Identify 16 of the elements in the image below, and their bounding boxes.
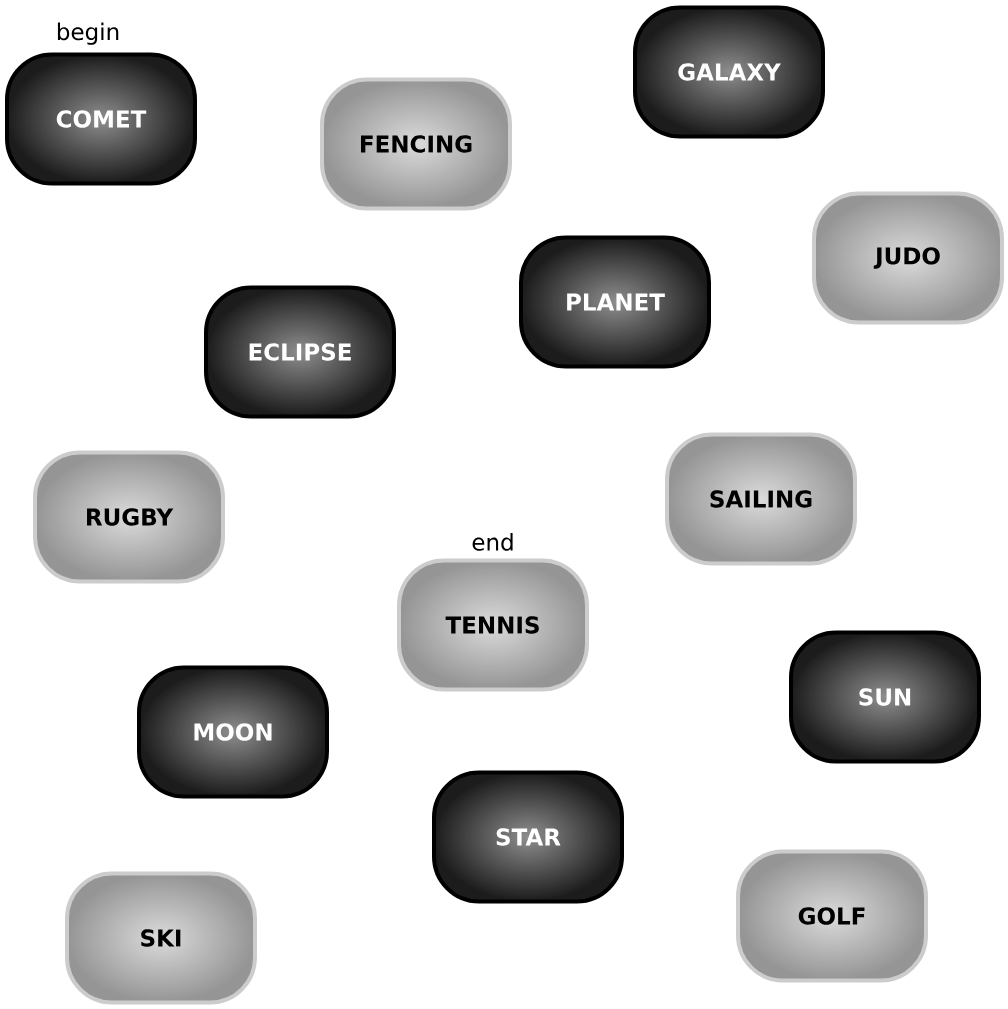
rounded-box: TENNIS [397,558,589,692]
rounded-box: RUGBY [33,450,225,584]
node-caption: begin [57,22,119,45]
rounded-box: ECLIPSE [204,285,396,419]
node-caption: end [472,533,513,551]
rounded-box: GOLF [736,849,928,983]
rounded-box: COMET [5,52,197,186]
rounded-box: SUN [789,630,981,764]
rounded-box: MOON [137,665,329,799]
rounded-box: JUDO [812,191,1004,325]
rounded-box: STAR [432,770,624,904]
rounded-box: SKI [65,871,257,1005]
rounded-box: GALAXY [633,5,825,139]
rounded-box: SAILING [665,432,857,566]
rounded-box: FENCING [320,77,512,211]
rounded-box: PLANET [519,235,711,369]
